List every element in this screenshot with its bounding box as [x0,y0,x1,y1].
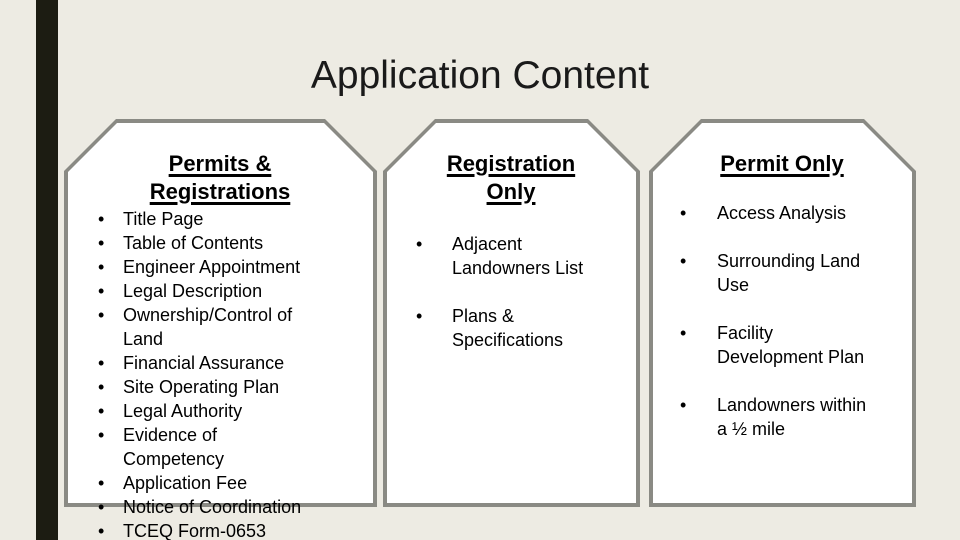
list-item: • Access Analysis [680,201,876,225]
bullet-glyph: • [98,281,105,301]
bullet-glyph: • [98,233,105,253]
list-item-text: TCEQ Form-0653 [123,521,267,540]
bullet-glyph: • [416,306,423,326]
list-item: • Site Operating Plan [98,375,313,399]
card-shape-registration-only [383,119,640,507]
list-item: • Notice of Coordination [98,495,313,519]
left-accent-bar [36,0,58,540]
bullet-glyph: • [98,497,105,517]
list-item-text: Engineer Appointment [123,257,301,277]
bullet-glyph: • [680,203,687,223]
bullet-glyph: • [680,323,687,343]
card-title-permits-registrations: Permits & Registrations [149,151,291,204]
bullet-glyph: • [680,395,687,415]
list-item: • Landowners within a ½ mile [680,393,876,441]
list-item-text: Access Analysis [717,203,847,223]
list-item: • Title Page [98,207,313,231]
list-item-text: Plans & Specifications [452,306,564,350]
list-item-text: Financial Assurance [123,353,285,373]
list-item: • Legal Description [98,279,313,303]
list-item: • Engineer Appointment [98,255,313,279]
card-list-registration-only: • Adjacent Landowners List • Plans & Specif… [416,232,595,376]
list-item-text: Title Page [123,209,204,229]
slide-title: Application Content [310,54,650,97]
list-item: • Surrounding Land Use [680,249,876,297]
bullet-glyph: • [416,234,423,254]
list-item: • TCEQ Form-0653 [98,519,313,540]
list-item-text: Application Fee [123,473,248,493]
list-item: • Adjacent Landowners List [416,232,595,280]
card-title-permit-only: Permit Only [720,151,844,176]
list-item: • Financial Assurance [98,351,313,375]
list-item: • Evidence of Competency [98,423,313,471]
bullet-glyph: • [98,257,105,277]
list-item-text: Legal Description [123,281,263,301]
card-list-permit-only: • Access Analysis • Surrounding Land Use • Fa… [680,201,876,465]
bullet-glyph: • [98,377,105,397]
list-item-text: Table of Contents [123,233,264,253]
list-item-text: Ownership/Control of Land [123,305,293,349]
bullet-glyph: • [98,209,105,229]
card-list-permits-registrations: • Title Page • Table of Contents • Engineer A… [98,207,313,540]
list-item-text: Landowners within a ½ mile [717,395,867,439]
list-item: • Ownership/Control of Land [98,303,313,351]
list-item-text: Legal Authority [123,401,243,421]
list-item-text: Evidence of Competency [123,425,225,469]
bullet-glyph: • [98,401,105,421]
list-item-text: Surrounding Land Use [717,251,861,295]
bullet-glyph: • [680,251,687,271]
list-item-text: Site Operating Plan [123,377,280,397]
card-shape-permit-only [649,119,916,507]
bullet-glyph: • [98,353,105,373]
list-item: • Table of Contents [98,231,313,255]
card-title-registration-only: Registration Only [446,151,576,204]
bullet-glyph: • [98,473,105,493]
list-item: • Application Fee [98,471,313,495]
list-item: • Facility Development Plan [680,321,876,369]
list-item-text: Facility Development Plan [717,323,865,367]
list-item: • Legal Authority [98,399,313,423]
card-shape-permits-registrations [64,119,377,507]
bullet-glyph: • [98,425,105,445]
bullet-glyph: • [98,521,105,540]
list-item-text: Notice of Coordination [123,497,302,517]
bullet-glyph: • [98,305,105,325]
list-item-text: Adjacent Landowners List [452,234,584,278]
list-item: • Plans & Specifications [416,304,595,352]
